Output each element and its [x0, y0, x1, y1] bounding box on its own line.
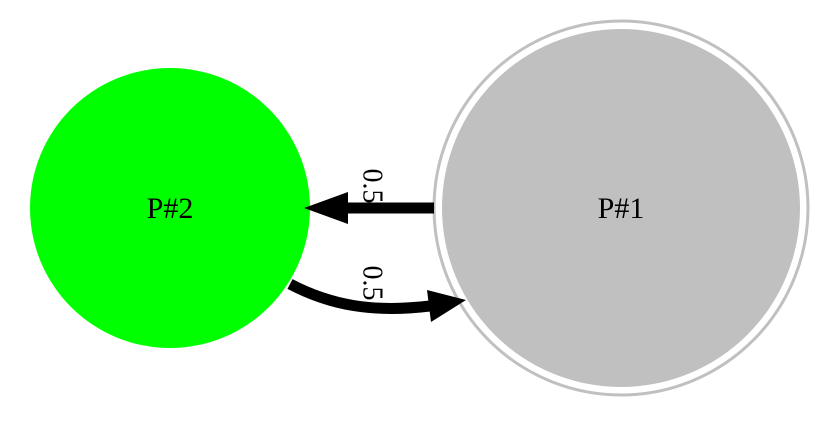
- edge-p2-to-p1-label: 0.5: [357, 266, 388, 301]
- edge-p2-to-p1[interactable]: 0.5: [287, 266, 466, 323]
- edge-p2-to-p1-arrowhead: [427, 290, 466, 322]
- node-p1[interactable]: P#1: [432, 19, 810, 397]
- edge-p1-to-p2-arrowhead: [304, 192, 348, 224]
- node-p2[interactable]: P#2: [30, 68, 310, 348]
- node-p1-label: P#1: [598, 192, 645, 225]
- edge-p2-to-p1-curve: [287, 279, 431, 314]
- edge-p1-to-p2[interactable]: 0.5: [304, 169, 434, 225]
- edge-p1-to-p2-label: 0.5: [357, 169, 388, 204]
- node-p2-label: P#2: [147, 192, 194, 225]
- node-p1-circle: [442, 29, 800, 387]
- node-p2-circle: [30, 68, 310, 348]
